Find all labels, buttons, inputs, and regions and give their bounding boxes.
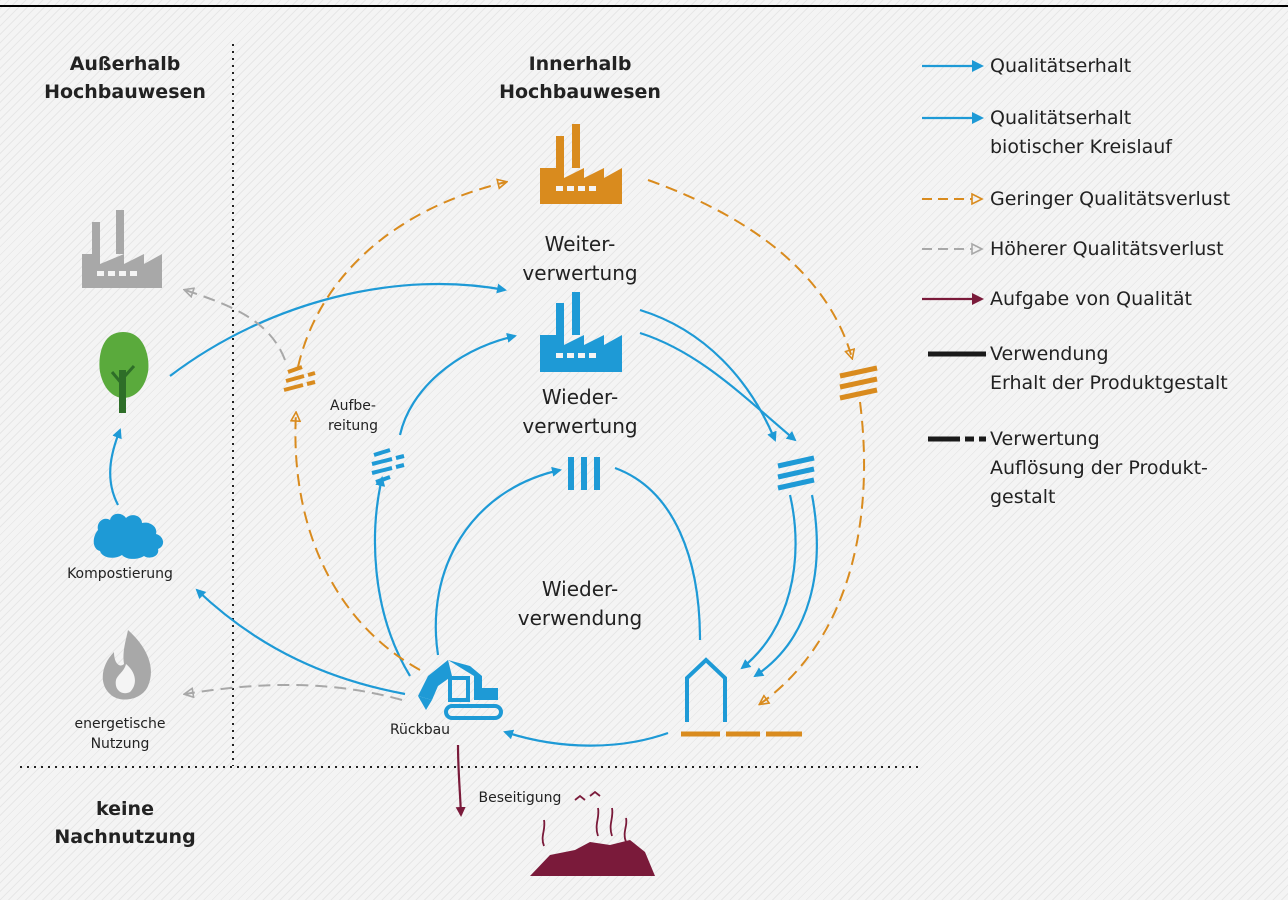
legend-broken-bar-icon — [918, 425, 990, 453]
label-aufbereitung-line1: Aufbe- — [330, 398, 376, 414]
header-inside-line2: Hochbauwesen — [499, 81, 661, 103]
material-bars-icon — [283, 365, 316, 392]
legend-arrow-icon — [918, 104, 990, 132]
arrow-aufbereitung-to-gray-factory — [185, 290, 286, 361]
legend-item-verwendung: Verwendung Erhalt der Produktgestalt — [918, 340, 1228, 398]
label-energetische-line1: energetische — [74, 716, 166, 732]
legend-line: Höherer Qualitätsverlust — [990, 238, 1224, 260]
arrow-rueckbau-to-wiederverwendung — [434, 466, 562, 656]
legend-line: Qualitätserhalt — [990, 107, 1132, 129]
legend-line: Verwendung — [990, 343, 1109, 365]
label-kompostierung: Kompostierung — [67, 566, 173, 582]
compost-icon — [93, 513, 164, 559]
legend-text: Qualitätserhalt biotischer Kreislauf — [990, 104, 1172, 162]
legend-item-geringer: Geringer Qualitätsverlust — [918, 185, 1230, 214]
factory-icon — [540, 124, 622, 204]
arrow-rueckbau-to-aufbereitung-orange — [295, 413, 421, 671]
arrow-house-to-rueckbau — [503, 729, 669, 747]
arrow-rueckbau-to-kompostierung — [195, 588, 406, 696]
legend-line: Geringer Qualitätsverlust — [990, 188, 1231, 210]
arrow-aufbereitung-to-factory-orange — [297, 182, 506, 368]
legend-solid-bar-icon — [918, 340, 990, 368]
landfill-icon — [530, 790, 655, 876]
legend-text: Verwertung Auflösung der Produkt- gestal… — [990, 425, 1208, 512]
legend-item-hoeherer: Höherer Qualitätsverlust — [918, 235, 1224, 264]
arrow-wiederverwertung-to-bars-2 — [639, 331, 797, 442]
legend-line: Erhalt der Produktgestalt — [990, 372, 1228, 394]
stage-wiederverwendung-line2: verwendung — [517, 606, 643, 630]
arrow-wiederverwendung-to-house — [614, 466, 702, 641]
arrow-bars-to-house-2 — [753, 494, 818, 678]
stage-weiterverwertung-line2: verwertung — [522, 261, 638, 285]
stage-wiederverwertung: Wieder- verwertung — [510, 383, 650, 441]
legend-item-biotischer: Qualitätserhalt biotischer Kreislauf — [918, 104, 1172, 162]
stage-weiterverwertung: Weiter- verwertung — [510, 230, 650, 288]
legend-item-verwertung: Verwertung Auflösung der Produkt- gestal… — [918, 425, 1208, 512]
arrow-bars-to-house-1 — [740, 494, 797, 670]
legend-dashed-arrow-icon — [918, 235, 990, 263]
legend-text: Höherer Qualitätsverlust — [990, 235, 1224, 264]
header-outside-line2: Hochbauwesen — [44, 81, 206, 103]
stage-weiterverwertung-line1: Weiter- — [544, 232, 616, 256]
legend-line: biotischer Kreislauf — [990, 136, 1172, 158]
excavator-icon — [418, 660, 503, 720]
material-bars-icon — [568, 457, 600, 490]
stage-wiederverwertung-line1: Wieder- — [541, 385, 619, 409]
label-aufbereitung: Aufbe- reitung — [318, 396, 388, 436]
legend-line: Qualitätserhalt — [990, 55, 1132, 77]
arrow-rueckbau-to-beseitigung — [455, 744, 466, 817]
legend-text: Verwendung Erhalt der Produktgestalt — [990, 340, 1228, 398]
arrow-rueckbau-to-energetisch — [185, 683, 403, 701]
stage-wiederverwendung: Wieder- verwendung — [505, 575, 655, 633]
tree-icon — [99, 332, 149, 413]
legend-arrow-icon — [918, 52, 990, 80]
header-outside-line1: Außerhalb — [69, 53, 181, 75]
flame-icon — [102, 630, 151, 700]
material-bars-icon — [777, 455, 815, 491]
legend-dashed-arrow-icon — [918, 185, 990, 213]
stage-wiederverwertung-line2: verwertung — [522, 414, 638, 438]
arrow-bars-to-house-orange — [760, 401, 866, 704]
header-none: keine Nachnutzung — [40, 795, 210, 851]
arrow-kompostierung-to-tree — [109, 428, 122, 506]
arrow-aufbereitung-to-wiederverwertung — [398, 332, 517, 436]
header-none-line1: keine — [96, 798, 154, 820]
arrow-tree-to-weiterverwertung — [169, 282, 507, 377]
legend-item-aufgabe: Aufgabe von Qualität — [918, 285, 1192, 314]
label-rueckbau: Rückbau — [389, 722, 451, 738]
label-aufbereitung-line2: reitung — [327, 418, 379, 434]
label-energetische-nutzung: energetische Nutzung — [60, 714, 180, 754]
arrow-factory-to-bars-orange — [647, 179, 852, 358]
legend-item-qualitaetserhalt: Qualitätserhalt — [918, 52, 1131, 81]
material-bars-icon — [839, 365, 878, 401]
house-icon — [681, 657, 802, 737]
header-inside: Innerhalb Hochbauwesen — [495, 50, 665, 106]
legend-text: Aufgabe von Qualität — [990, 285, 1192, 314]
legend-arrow-icon — [918, 285, 990, 313]
arrow-rueckbau-to-aufbereitung — [373, 476, 411, 677]
legend-line: gestalt — [990, 486, 1056, 508]
top-rule — [0, 5, 1288, 7]
factory-icon — [82, 210, 162, 288]
arrow-wiederverwertung-to-bars-1 — [639, 308, 777, 442]
label-energetische-line2: Nutzung — [90, 736, 150, 752]
legend-text: Qualitätserhalt — [990, 52, 1131, 81]
label-beseitigung: Beseitigung — [478, 790, 562, 806]
factory-icon — [540, 292, 622, 372]
header-inside-line1: Innerhalb — [528, 53, 632, 75]
stage-wiederverwendung-line1: Wieder- — [541, 577, 619, 601]
legend-line: Verwertung — [990, 428, 1100, 450]
header-none-line2: Nachnutzung — [54, 826, 196, 848]
legend-line: Auflösung der Produkt- — [990, 457, 1208, 479]
legend-line: Aufgabe von Qualität — [990, 288, 1192, 310]
material-bars-icon — [371, 448, 405, 484]
header-outside: Außerhalb Hochbauwesen — [40, 50, 210, 106]
legend-text: Geringer Qualitätsverlust — [990, 185, 1230, 214]
